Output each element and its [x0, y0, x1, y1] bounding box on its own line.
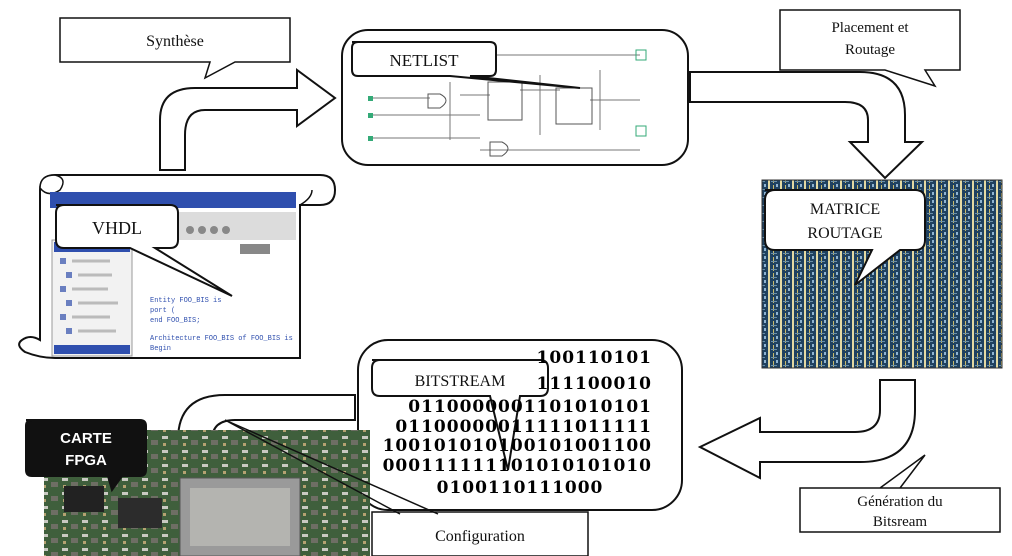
bitstream-row-1: 100110101	[537, 348, 652, 368]
bitstream-row-5: 100101010100101001100	[383, 436, 652, 456]
generation-label-line2: Bitsream	[873, 514, 927, 530]
vhdl-code-line-2: port (	[150, 307, 175, 315]
matrice-label-line1: MATRICE	[810, 201, 880, 218]
bitstream-row-4: 01100000011111011111	[395, 417, 652, 437]
generation-callout	[799, 454, 1001, 533]
bitstream-callout	[371, 359, 549, 471]
carte-label-line2: FPGA	[65, 452, 107, 469]
vhdl-code-line-5: Begin	[150, 345, 171, 353]
configuration-callout	[371, 511, 589, 556]
synthese-arrow	[159, 68, 337, 171]
placement-label-line1: Placement et	[831, 20, 909, 36]
bitstream-row-6: 000111111101010101010	[383, 456, 652, 476]
matrice-label-line2: ROUTAGE	[807, 225, 882, 242]
vhdl-code-line-3: end FOO_BIS;	[150, 317, 200, 325]
carte-fpga-callout	[25, 419, 147, 493]
generation-arrow	[697, 379, 916, 480]
bitstream-row-7: 0100110111000	[437, 478, 604, 498]
vhdl-callout	[55, 204, 233, 297]
vhdl-code-line-4: Architecture FOO_BIS of FOO_BIS is	[150, 335, 293, 343]
placement-arrow	[689, 71, 925, 180]
placement-label-line2: Routage	[845, 42, 895, 58]
generation-label-line1: Génération du	[857, 494, 943, 510]
vhdl-file-tree	[51, 239, 133, 357]
bitstream-row-2: 111100010	[537, 374, 652, 394]
bitstream-label: BITSTREAM	[415, 373, 506, 390]
synthese-label: Synthèse	[146, 33, 204, 50]
configuration-label: Configuration	[435, 528, 525, 545]
vhdl-code-line-1: Entity FOO_BIS is	[150, 297, 221, 305]
netlist-callout	[351, 41, 581, 89]
vhdl-label: VHDL	[92, 218, 142, 238]
placement-callout	[779, 9, 961, 88]
synthese-callout	[59, 17, 291, 80]
matrice-callout	[764, 189, 926, 286]
carte-label-line1: CARTE	[60, 430, 112, 447]
bitstream-row-3: 0110000001101010101	[408, 397, 652, 417]
netlist-label: NETLIST	[390, 51, 460, 70]
